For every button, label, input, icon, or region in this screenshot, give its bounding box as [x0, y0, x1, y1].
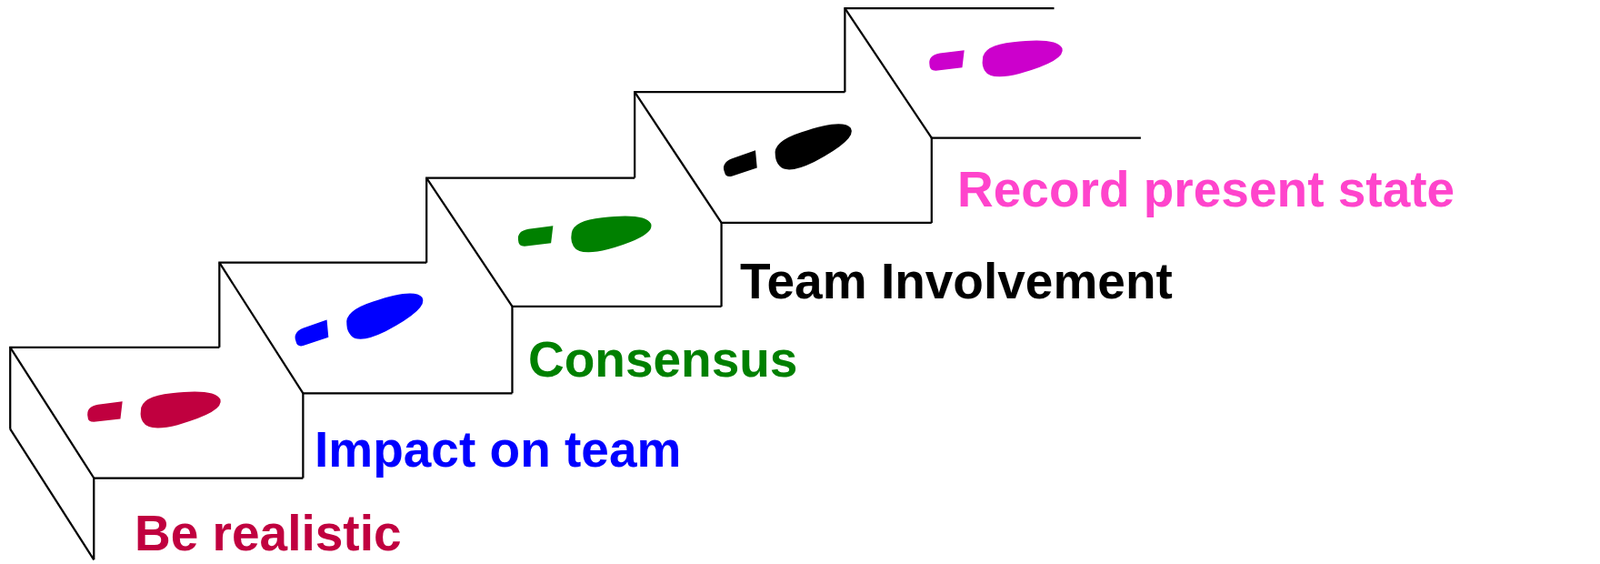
footprint	[290, 290, 430, 353]
footprint	[929, 40, 1063, 77]
step-label: Be realistic	[134, 505, 402, 561]
footprints	[87, 40, 1063, 428]
step-label: Consensus	[528, 331, 798, 388]
step-label: Team Involvement	[740, 253, 1173, 310]
footprint	[87, 391, 221, 429]
step-label: Record present state	[957, 161, 1455, 218]
step-label: Impact on team	[314, 421, 681, 478]
footprint	[518, 216, 652, 253]
footprint	[719, 120, 858, 183]
